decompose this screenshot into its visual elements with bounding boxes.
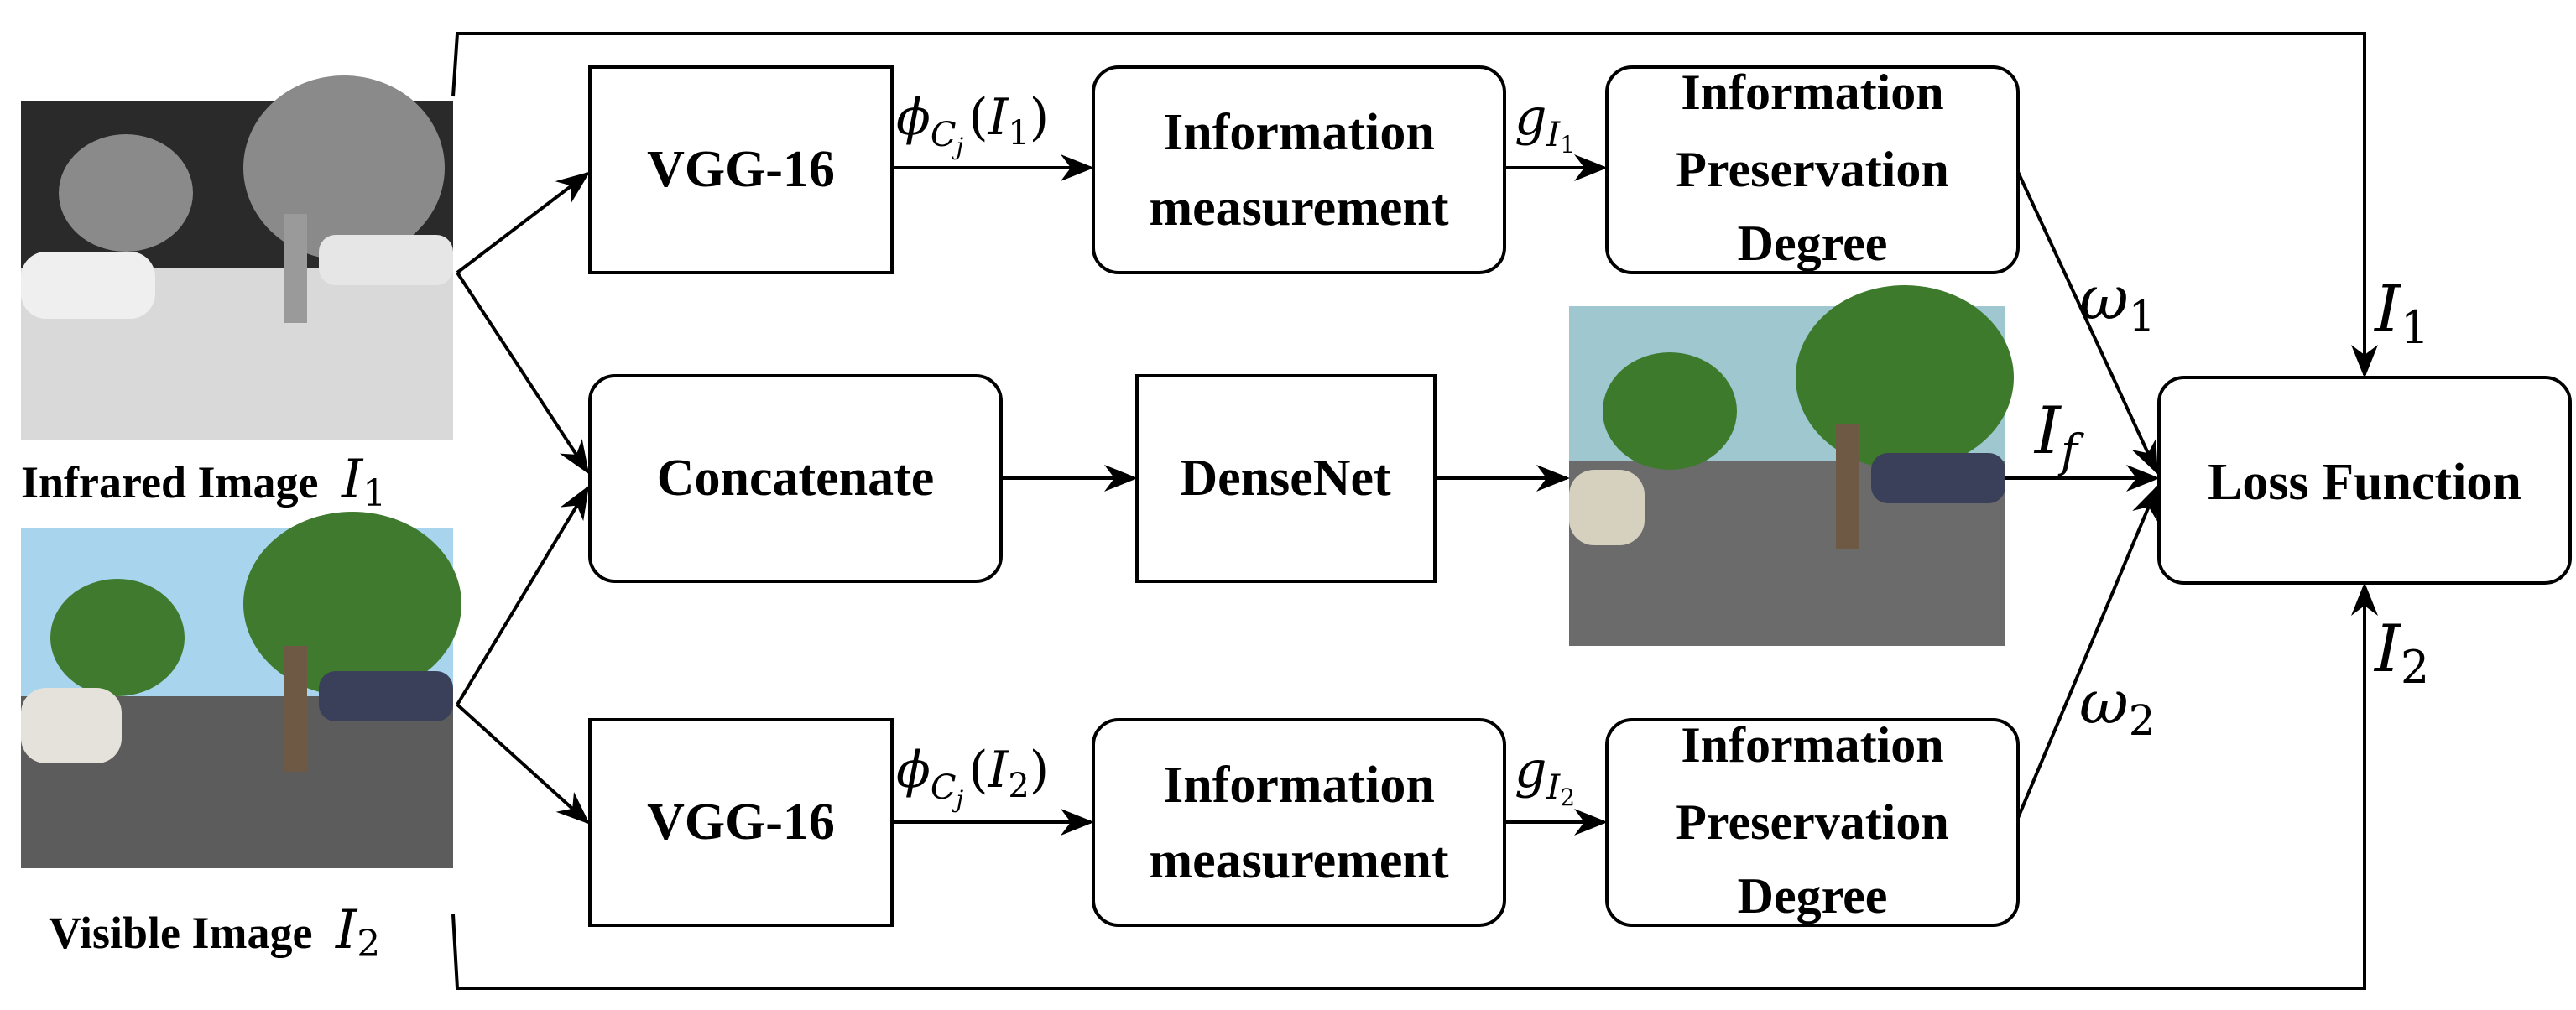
fused-car bbox=[1569, 470, 1645, 545]
omega2-label: ω2 bbox=[2079, 667, 2156, 745]
fused-car-right bbox=[1871, 453, 2005, 503]
concatenate-label: Concatenate bbox=[657, 450, 935, 507]
ipd-label-bottom-2: Preservation bbox=[1676, 794, 1948, 850]
fused-tree bbox=[1796, 285, 2014, 470]
infrared-image bbox=[21, 75, 453, 440]
arrow-ir-to-concat bbox=[456, 271, 590, 475]
fused-tree-left bbox=[1603, 352, 1737, 470]
info-measurement-label-bottom-1: Information bbox=[1163, 757, 1435, 814]
ipd-label-top-3: Degree bbox=[1738, 216, 1888, 271]
info-measurement-label-bottom-2: measurement bbox=[1150, 832, 1449, 889]
densenet-label: DenseNet bbox=[1180, 450, 1391, 507]
visible-car bbox=[21, 688, 122, 763]
connectors bbox=[451, 32, 2378, 990]
bypass-visible-to-loss bbox=[451, 582, 2378, 990]
visible-car-right bbox=[319, 671, 453, 721]
fused-pedestrian bbox=[1836, 424, 1859, 549]
g-label-bottom: gI2 bbox=[1515, 741, 1575, 811]
vgg16-box-top bbox=[588, 65, 894, 274]
loss-input-I2-label: I2 bbox=[2373, 612, 2429, 694]
infrared-car-right bbox=[319, 235, 453, 285]
fused-image bbox=[1569, 285, 2014, 646]
visible-image bbox=[21, 512, 461, 868]
arrow-vis-to-concat bbox=[456, 485, 590, 706]
info-measurement-label-top-1: Information bbox=[1163, 104, 1435, 161]
arrow-omega1-to-loss bbox=[2016, 171, 2158, 475]
densenet-box bbox=[1135, 374, 1437, 583]
arrow-vis-to-vgg bbox=[456, 703, 590, 825]
ipd-label-bottom-3: Degree bbox=[1738, 868, 1888, 924]
arrow-ir-to-vgg bbox=[456, 171, 591, 274]
g-label-top: gI1 bbox=[1515, 88, 1575, 159]
fused-image-label: If bbox=[2033, 393, 2084, 477]
ipd-label-top-1: Information bbox=[1681, 65, 1943, 120]
ipd-label-bottom-1: Information bbox=[1681, 717, 1943, 773]
ipd-label-top-2: Preservation bbox=[1676, 142, 1948, 197]
feature-label-bottom: ϕCj(I2) bbox=[896, 741, 1049, 813]
infrared-caption: Infrared Image I1 bbox=[21, 449, 386, 515]
visible-tree-left bbox=[50, 579, 185, 696]
info-measurement-label-top-2: measurement bbox=[1150, 180, 1449, 237]
omega1-label: ω1 bbox=[2079, 263, 2156, 341]
infrared-tree-left bbox=[59, 134, 193, 252]
feature-label-top: ϕCj(I1) bbox=[896, 88, 1049, 160]
visible-tree bbox=[243, 512, 461, 696]
loss-function-label: Loss Function bbox=[2208, 454, 2521, 511]
info-measurement-box-bottom bbox=[1092, 718, 1506, 927]
visible-caption: Visible Image I2 bbox=[49, 899, 380, 966]
loss-input-I1-label: I1 bbox=[2373, 272, 2429, 354]
info-measurement-box-top bbox=[1092, 65, 1506, 274]
infrared-pedestrian bbox=[284, 214, 307, 323]
infrared-car bbox=[21, 252, 155, 319]
vgg16-label-bottom: VGG-16 bbox=[647, 794, 835, 851]
infrared-tree bbox=[243, 75, 445, 260]
arrow-omega2-to-loss bbox=[2016, 485, 2158, 819]
visible-pedestrian bbox=[284, 646, 307, 772]
vgg16-label-top: VGG-16 bbox=[647, 141, 835, 198]
bypass-infrared-to-loss bbox=[451, 32, 2378, 378]
